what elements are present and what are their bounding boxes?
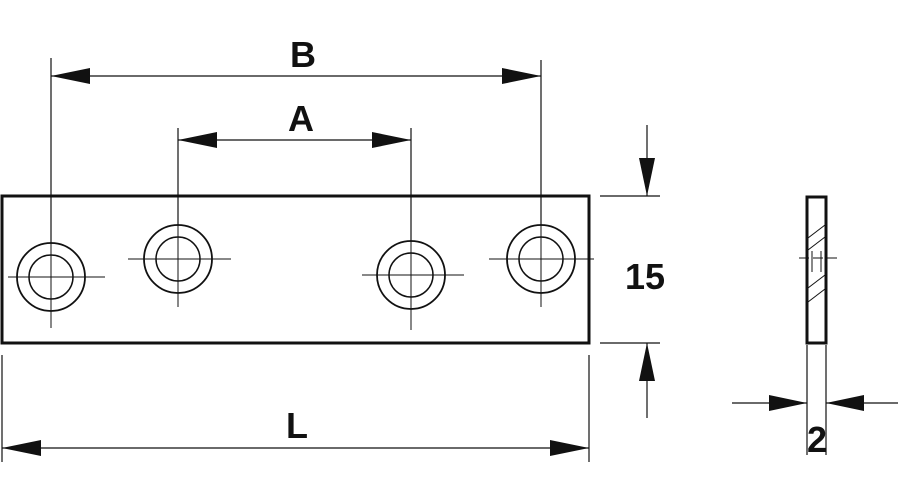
dimension-a-label: A xyxy=(288,98,314,139)
dimension-height: 15 xyxy=(600,125,665,418)
hole-4 xyxy=(489,213,594,307)
hole-1 xyxy=(8,238,105,328)
dimension-b: B xyxy=(50,34,542,243)
dimension-thickness-label: 2 xyxy=(807,419,827,460)
hole-2 xyxy=(128,213,231,307)
hole-3 xyxy=(362,228,464,330)
dimension-l: L xyxy=(1,355,590,462)
dimension-a: A xyxy=(177,98,412,241)
dimension-thickness: 2 xyxy=(732,345,898,460)
dimension-l-label: L xyxy=(286,405,308,446)
dimension-b-label: B xyxy=(290,34,316,75)
plate-outline xyxy=(0,194,591,345)
dimension-height-label: 15 xyxy=(625,256,665,297)
side-view xyxy=(799,195,838,345)
